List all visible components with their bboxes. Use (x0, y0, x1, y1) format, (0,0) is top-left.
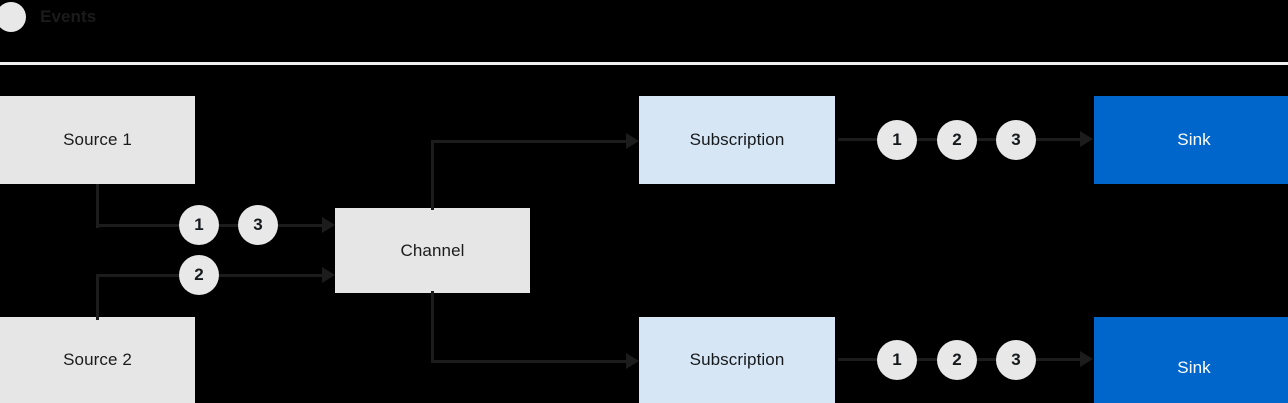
event-token-label: 3 (1011, 350, 1021, 369)
node-sink-2[interactable]: Sink (1094, 317, 1288, 403)
legend: Events (0, 2, 96, 32)
event-token-label: 2 (952, 130, 962, 149)
event-token-label: 2 (952, 350, 962, 369)
arrowhead-subscription-1-to-sink (1080, 131, 1093, 147)
arrowhead-channel-to-subscription-2 (626, 353, 639, 369)
node-source-1[interactable]: Source 1 (0, 96, 195, 184)
arrowhead-source1-to-channel (322, 217, 335, 233)
event-token: 1 (179, 205, 219, 245)
arrowhead-subscription-2-to-sink (1080, 351, 1093, 367)
event-token: 2 (937, 340, 977, 380)
event-token: 2 (179, 255, 219, 295)
node-subscription-2[interactable]: Subscription (639, 317, 835, 403)
event-token: 1 (877, 340, 917, 380)
event-token-label: 3 (1011, 130, 1021, 149)
node-subscription-1-label: Subscription (689, 130, 785, 149)
event-token: 1 (877, 120, 917, 160)
node-source-2[interactable]: Source 2 (0, 317, 195, 403)
event-token-label: 1 (194, 215, 204, 234)
event-token-label: 1 (892, 130, 902, 149)
node-channel-label: Channel (400, 240, 465, 260)
node-sink-2-label: Sink (1177, 358, 1211, 377)
event-token-label: 2 (194, 265, 204, 284)
node-source-1-label: Source 1 (63, 130, 132, 149)
header-divider (0, 62, 1288, 65)
node-sink-1-label: Sink (1177, 130, 1211, 149)
connector-channel-to-sub2-horizontal (431, 360, 628, 363)
node-source-2-label: Source 2 (63, 350, 132, 369)
event-token: 2 (937, 120, 977, 160)
events-dot-icon (0, 2, 26, 32)
connector-channel-to-sub2-vertical (431, 291, 434, 363)
arrowhead-source2-to-channel (322, 267, 335, 283)
connector-source1-vertical (96, 184, 99, 228)
event-token: 3 (996, 120, 1036, 160)
event-token-label: 1 (892, 350, 902, 369)
connector-source2-vertical (96, 274, 99, 320)
event-token: 3 (238, 205, 278, 245)
connector-channel-to-sub1-vertical (431, 140, 434, 210)
node-sink-1[interactable]: Sink (1094, 96, 1288, 184)
connector-channel-to-sub1-horizontal (431, 140, 628, 143)
node-subscription-2-label: Subscription (689, 350, 785, 369)
event-token-label: 3 (253, 215, 263, 234)
event-token: 3 (996, 340, 1036, 380)
legend-label: Events (40, 7, 97, 26)
arrowhead-channel-to-subscription-1 (626, 133, 639, 149)
node-channel[interactable]: Channel (335, 208, 530, 293)
node-subscription-1[interactable]: Subscription (639, 96, 835, 184)
